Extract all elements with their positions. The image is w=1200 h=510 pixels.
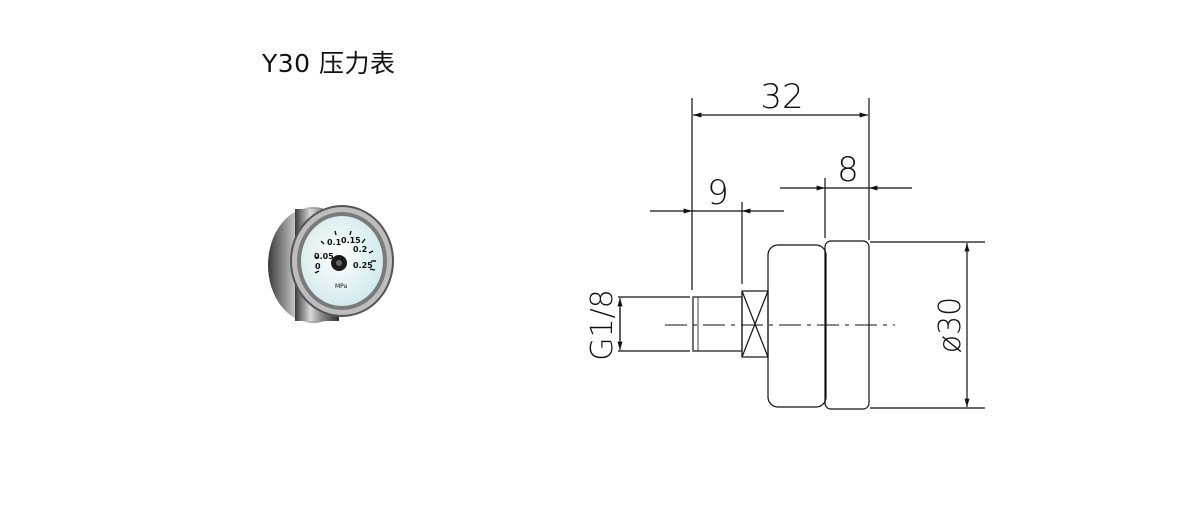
dial-ticks <box>314 230 376 274</box>
scale-label-005: 0.05 <box>314 252 334 261</box>
dim-label-32: 32 <box>760 77 803 117</box>
dim-label-diameter: ø30 <box>933 297 968 354</box>
scale-label-01: 0.1 <box>327 238 342 247</box>
dim-label-thread: G1/8 <box>585 289 620 361</box>
threaded-stem-outline <box>692 296 743 352</box>
dim-label-9: 9 <box>707 173 729 213</box>
dim-label-8: 8 <box>837 150 859 190</box>
scale-label-02: 0.2 <box>353 245 367 254</box>
scale-label-0: 0 <box>315 262 321 271</box>
unit-label: MPa <box>335 283 348 290</box>
scale-label-025: 0.25 <box>353 261 373 270</box>
scale-label-015: 0.15 <box>341 236 361 245</box>
gauge-photo: 0 0.05 0.1 0.15 0.2 0.25 MPa <box>268 205 394 323</box>
gauge-back-outline <box>767 244 827 408</box>
product-title: Y30 压力表 <box>262 49 396 78</box>
